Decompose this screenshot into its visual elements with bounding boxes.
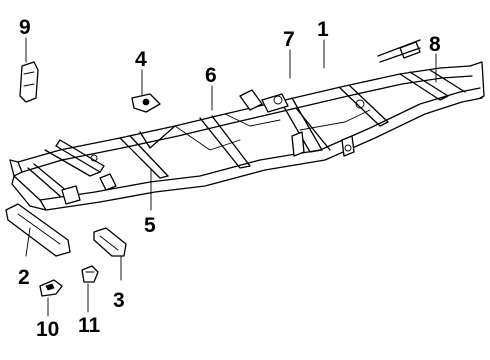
callout-3: 3	[113, 289, 125, 312]
part-3-skid-bar	[93, 227, 127, 257]
main-frame	[9, 39, 485, 211]
part-11-grommet	[81, 265, 99, 283]
callout-8: 8	[429, 33, 441, 56]
part-10-clip	[39, 279, 63, 297]
part-4-mount	[131, 93, 161, 113]
leader-lines	[25, 37, 437, 317]
callout-11: 11	[78, 314, 101, 337]
callout-1: 1	[317, 18, 329, 41]
callout-7: 7	[283, 28, 295, 51]
callout-4: 4	[135, 48, 147, 71]
callout-10: 10	[36, 318, 59, 341]
part-2-skid-bar	[5, 203, 71, 257]
callout-6: 6	[205, 64, 217, 87]
callout-2: 2	[18, 266, 30, 289]
callout-9: 9	[19, 16, 31, 39]
callout-5: 5	[144, 214, 156, 237]
part-9-bracket	[19, 61, 39, 103]
